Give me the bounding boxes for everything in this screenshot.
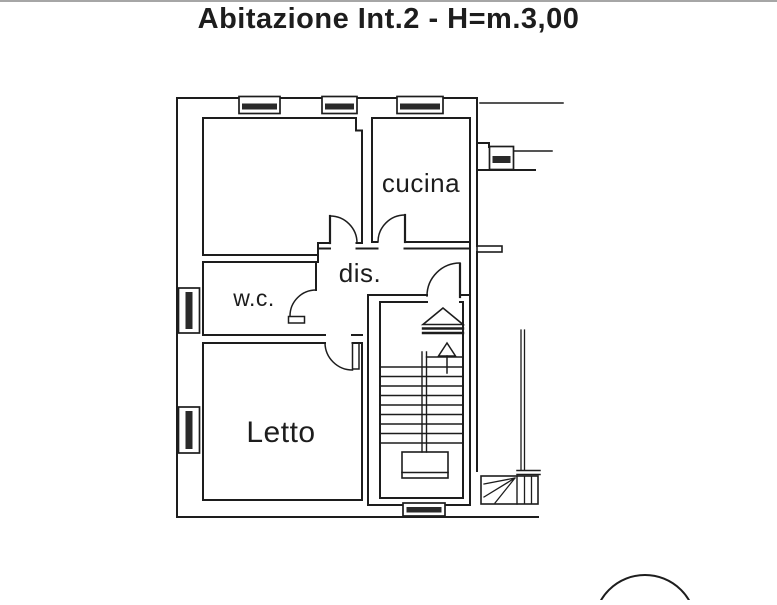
outer-walls	[176, 97, 564, 518]
stair-outer-walls	[367, 294, 471, 506]
door-letto-arc	[324, 342, 354, 371]
winder-treads-diagonal	[483, 477, 516, 504]
door-topleft-arc	[329, 215, 358, 244]
page-title: Abitazione Int.2 - H=m.3,00	[197, 3, 580, 35]
winder-stairs-box	[480, 475, 539, 505]
parapet-thin-wall	[520, 329, 526, 471]
landing-bars	[421, 327, 465, 335]
window-left-wc-glass	[185, 292, 193, 329]
label-dis: dis.	[339, 258, 381, 288]
label-cucina: cucina	[382, 168, 460, 198]
up-arrow-head	[437, 341, 457, 357]
room-wc-walls	[202, 261, 317, 336]
room-labels: cucina dis. w.c. Letto	[232, 168, 460, 449]
room-wc	[202, 261, 317, 336]
door-cucina-arc	[377, 214, 406, 243]
landing-triangle	[420, 306, 466, 326]
left-windows	[177, 287, 201, 454]
right-wall-details	[480, 145, 541, 505]
door-wc-leaf	[287, 315, 306, 324]
stamp-circle	[597, 574, 693, 605]
room-topleft	[202, 117, 363, 256]
hall-dis	[202, 241, 471, 336]
door-wc-arc	[289, 289, 317, 317]
stair-step-lines	[379, 366, 464, 444]
stair-inner-walls	[379, 301, 464, 499]
window-top-2-glass	[325, 103, 354, 110]
stair-steps	[379, 351, 464, 453]
wall-stub-right	[476, 245, 503, 253]
outer-wall-left-top	[176, 97, 490, 518]
window-left-letto-glass	[185, 411, 193, 449]
door-letto-leaf	[351, 342, 360, 370]
room-cucina-walls	[371, 117, 471, 243]
staircase	[367, 262, 471, 517]
entrance-door-arc	[426, 262, 461, 297]
label-wc: w.c.	[232, 285, 275, 311]
label-letto: Letto	[246, 416, 315, 449]
scan-top-edge	[0, 0, 777, 2]
room-letto-walls	[202, 342, 363, 501]
window-right-small-glass	[492, 156, 511, 163]
window-top-1-glass	[242, 103, 277, 110]
top-windows	[238, 95, 444, 115]
window-top-3-glass	[400, 103, 440, 110]
parapet-base	[516, 469, 541, 476]
room-cucina	[371, 117, 471, 244]
stair-divider	[421, 351, 428, 453]
stair-landing-icon	[420, 306, 466, 335]
winder-treads-vertical	[523, 476, 533, 504]
stair-up-arrow-icon	[437, 341, 457, 374]
stair-lower-landing	[401, 451, 449, 479]
room-letto	[202, 342, 363, 501]
room-topleft-walls	[202, 117, 363, 256]
window-stair-bottom-glass	[406, 507, 442, 513]
